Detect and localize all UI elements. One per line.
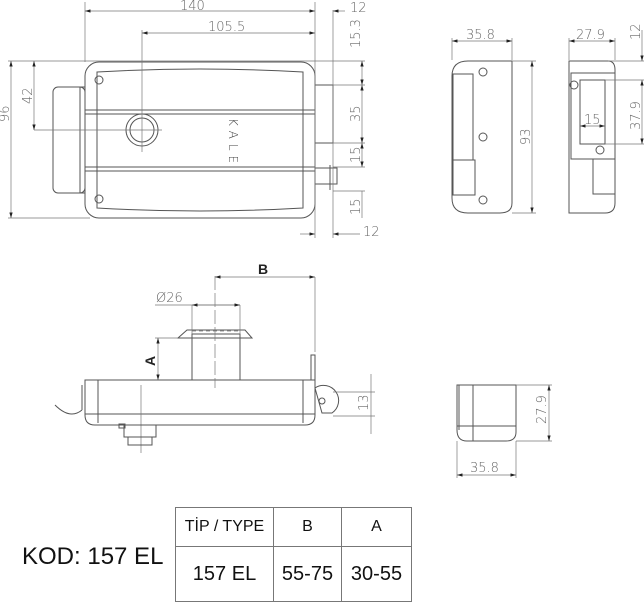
strike-bottom-view: 27.9 35.8 — [456, 384, 552, 478]
header-a: A — [341, 507, 412, 547]
dim-strike-width: 35.8 — [466, 28, 495, 43]
dim-width: 140 — [180, 0, 205, 14]
strike-view: 35.8 93 — [451, 28, 536, 214]
dim-height: 96 — [0, 105, 13, 122]
dim-diameter: Ø26 — [156, 291, 183, 306]
dim-bottom-height: 27.9 — [535, 395, 550, 424]
side-view: B Ø26 A 13 — [54, 261, 375, 453]
dim-cylinder-height: 42 — [21, 87, 36, 104]
table-header-row: TİP / TYPE B A — [175, 507, 412, 547]
dim-strike-side-top: 12 — [629, 23, 644, 40]
dim-bolt: 35 — [349, 105, 364, 122]
dim-bolt-depth-top: 12 — [350, 1, 367, 16]
header-b: B — [273, 507, 342, 547]
product-code: KOD: 157 EL — [22, 543, 164, 570]
dim-a-label: A — [142, 356, 158, 366]
dim-knob: 13 — [357, 394, 372, 411]
dim-top-offset: 15.3 — [349, 19, 364, 48]
cell-type: 157 EL — [175, 546, 274, 602]
dim-cylinder-offset: 105.5 — [208, 20, 245, 35]
table-row: 157 EL 55-75 30-55 — [175, 546, 412, 602]
cell-b: 55-75 — [273, 546, 342, 602]
front-view: KALE 140 105.5 96 42 15.3 35 15 15 12 12 — [0, 0, 380, 240]
strike-side-view: 27.9 12 37.9 15 — [568, 23, 644, 214]
dim-strike-inner: 15 — [584, 113, 601, 128]
dim-strike-opening: 37.9 — [629, 101, 644, 130]
type-table: TİP / TYPE B A 157 EL 55-75 30-55 — [175, 507, 412, 602]
dim-bolt-depth-bottom: 12 — [363, 225, 380, 240]
dim-b-label: B — [258, 261, 268, 277]
dim-bottom: 15 — [349, 198, 364, 215]
dim-bottom-width: 35.8 — [470, 461, 499, 476]
dim-gap: 15 — [349, 146, 364, 163]
dim-strike-side-width: 27.9 — [576, 28, 605, 43]
header-type: TİP / TYPE — [175, 507, 274, 547]
brand-text: KALE — [226, 118, 240, 168]
cell-a: 30-55 — [341, 546, 412, 602]
dim-strike-height: 93 — [519, 128, 534, 145]
